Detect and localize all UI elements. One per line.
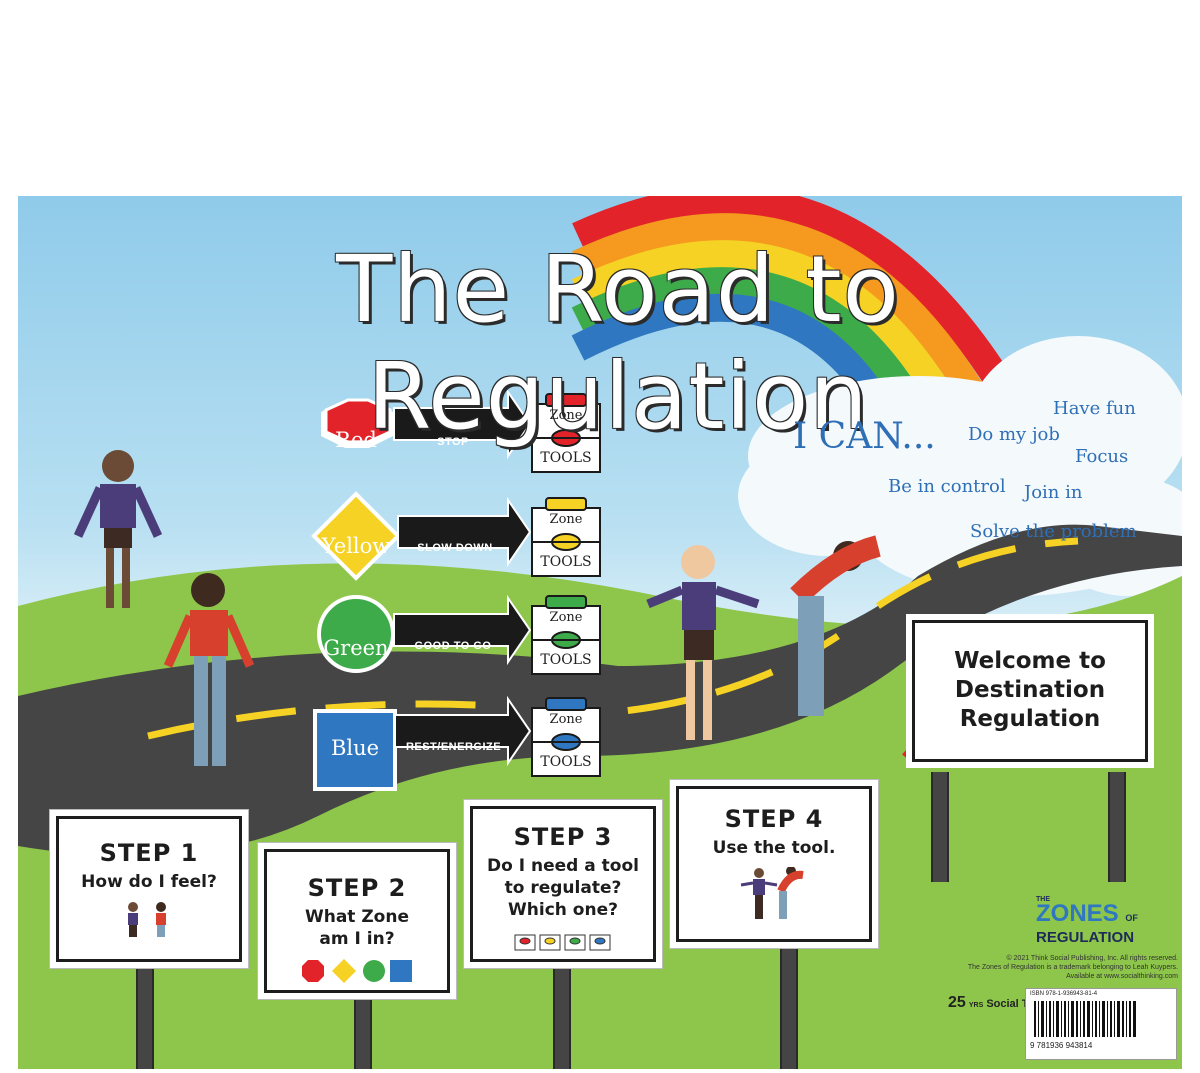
credit-line-2: The Zones of Regulation is a trademark b… xyxy=(967,964,1178,971)
goal-be-in-control: Be in control xyxy=(888,476,1006,497)
goal-join-in: Join in xyxy=(1024,482,1083,503)
isbn-barcode: ISBN 978-1-936943-81-4 9 781936 943814 xyxy=(1025,988,1177,1060)
arrows xyxy=(393,388,532,767)
step-4-sign: STEP 4 Use the tool. xyxy=(676,786,872,942)
ican-label: I CAN... xyxy=(793,416,936,457)
arrow-rest-energize-text: REST/ENERGIZE xyxy=(405,741,502,753)
sign-post xyxy=(553,966,571,1069)
welcome-line-1: Welcome to xyxy=(954,648,1106,674)
arrow-good-to-go-text: GOOD TO GO xyxy=(414,640,492,652)
red-octagon xyxy=(324,398,392,444)
child-3 xyxy=(646,545,760,740)
sign-post xyxy=(136,956,154,1069)
toolbox-tools-text: TOOLS xyxy=(540,554,592,570)
welcome-line-2: Destination xyxy=(954,677,1106,703)
toolbox-zone-text: Zone xyxy=(549,512,583,527)
zones-of-regulation-logo: THE ZONES OF REGULATION xyxy=(1036,896,1138,946)
barcode-icon xyxy=(1034,1001,1136,1037)
credit-line-3: Available at www.socialthinking.com xyxy=(1066,973,1178,980)
step-4-question: Use the tool. xyxy=(712,838,836,858)
step-2-heading: STEP 2 xyxy=(307,874,407,902)
zone-yellow-label: Yellow xyxy=(321,534,391,558)
toolbox-zone-text: Zone xyxy=(549,408,583,423)
years-label: YRS xyxy=(968,1002,984,1009)
step-1-question: How do I feel? xyxy=(81,872,217,892)
logo-regulation: REGULATION xyxy=(1036,929,1135,946)
sign-post xyxy=(1108,772,1126,882)
goal-have-fun: Have fun xyxy=(1053,398,1136,419)
step-3-heading: STEP 3 xyxy=(513,823,613,851)
isbn-text: ISBN 978-1-936943-81-4 xyxy=(1030,991,1098,997)
child-1 xyxy=(73,450,163,608)
toolbox-tools-text: TOOLS xyxy=(540,652,592,668)
sign-post xyxy=(931,772,949,882)
zone-tools-icon xyxy=(514,934,611,951)
step-3-sign: STEP 3 Do I need a tool to regulate? Whi… xyxy=(470,806,656,962)
blue-square xyxy=(313,709,397,791)
toolboxes xyxy=(531,393,601,777)
isbn-digits: 9 781936 943814 xyxy=(1030,1041,1093,1050)
credits: © 2021 Think Social Publishing, Inc. All… xyxy=(908,954,1178,981)
goal-focus: Focus xyxy=(1075,446,1129,467)
welcome-sign: Welcome to Destination Regulation xyxy=(912,620,1148,762)
step-1-heading: STEP 1 xyxy=(99,839,199,867)
zone-blue-label: Blue xyxy=(330,736,380,760)
sign-post xyxy=(354,986,372,1069)
toolbox-zone-text: Zone xyxy=(549,712,583,727)
step-2-question: What Zone am I in? xyxy=(304,907,409,949)
poster-title: The Road to Regulation xyxy=(336,236,900,450)
goal-do-my-job: Do my job xyxy=(968,424,1060,445)
child-2 xyxy=(163,573,255,766)
road xyxy=(18,524,1182,856)
stretching-children-icon xyxy=(740,866,804,919)
two-children-icon xyxy=(128,902,166,937)
yellow-diamond xyxy=(311,491,401,581)
logo-of: OF xyxy=(1125,913,1138,923)
toolbox-zone-text: Zone xyxy=(549,610,583,625)
step-4-heading: STEP 4 xyxy=(724,805,824,833)
rainbow xyxy=(571,196,1020,443)
credit-line-1: © 2021 Think Social Publishing, Inc. All… xyxy=(1006,955,1178,962)
sign-post xyxy=(780,940,798,1069)
arrow-stop-text: STOP xyxy=(437,436,469,448)
zone-shapes-icon xyxy=(302,959,412,983)
welcome-line-3: Regulation xyxy=(959,706,1101,732)
goal-solve-the-problem: Solve the problem xyxy=(970,521,1137,542)
step-2-sign: STEP 2 What Zone am I in? xyxy=(264,849,450,993)
logo-zones: ZONES xyxy=(1036,900,1119,927)
zone-green-label: Green xyxy=(323,636,389,660)
logo-the: THE xyxy=(1036,896,1050,903)
arrow-slow-down-text: SLOW DOWN xyxy=(417,542,493,554)
toolbox-tools-text: TOOLS xyxy=(540,754,592,770)
zone-red-label: Red xyxy=(335,428,377,452)
years-number: 25 xyxy=(948,994,966,1011)
toolbox-tools-text: TOOLS xyxy=(540,450,592,466)
step-1-sign: STEP 1 How do I feel? xyxy=(56,816,242,962)
step-3-question: Do I need a tool to regulate? Which one? xyxy=(487,856,639,920)
child-4 xyxy=(790,535,881,716)
road-to-regulation-poster: The Road to Regulation I CAN... Have fun… xyxy=(18,196,1182,1069)
